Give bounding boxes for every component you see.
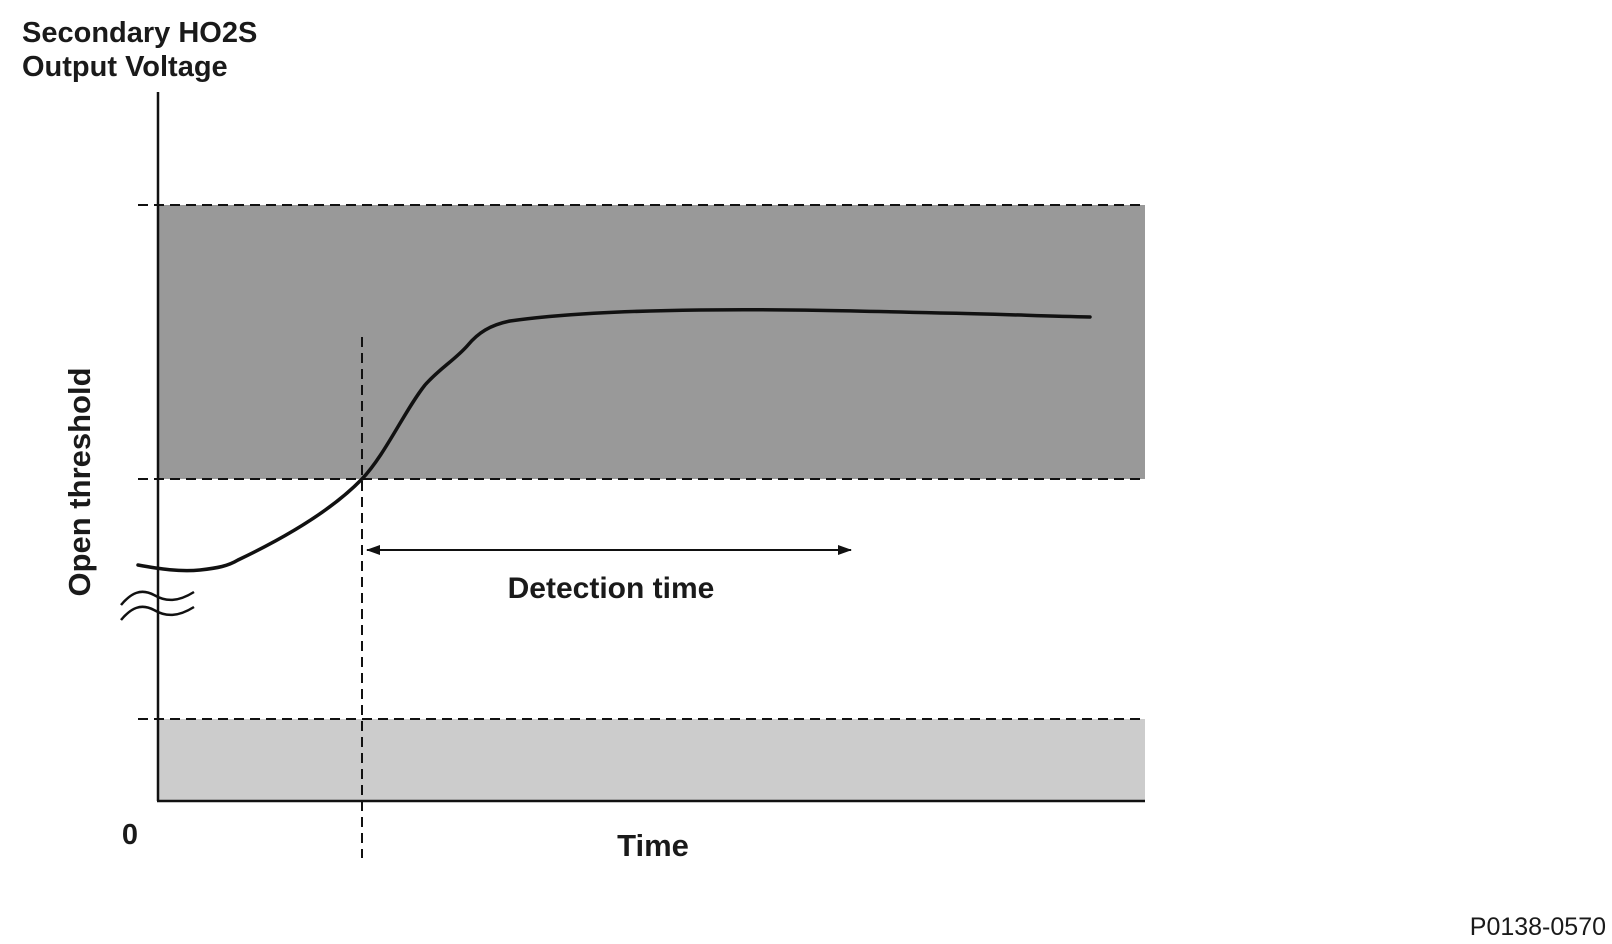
figure-id: P0138-0570 xyxy=(1470,913,1606,941)
y-axis-title-line2: Output Voltage xyxy=(22,51,228,83)
axis-break-symbol-lower xyxy=(120,605,195,621)
open-threshold-label: Open threshold xyxy=(62,367,97,596)
x-axis-label: Time xyxy=(617,828,689,863)
upper-shaded-band xyxy=(158,205,1145,479)
lower-shaded-band xyxy=(158,719,1145,801)
axis-break-symbol xyxy=(120,590,195,606)
y-axis-title-line1: Secondary HO2S xyxy=(22,17,257,49)
detection-time-label: Detection time xyxy=(508,572,715,605)
origin-label: 0 xyxy=(122,819,138,851)
voltage-curve xyxy=(136,307,1092,573)
